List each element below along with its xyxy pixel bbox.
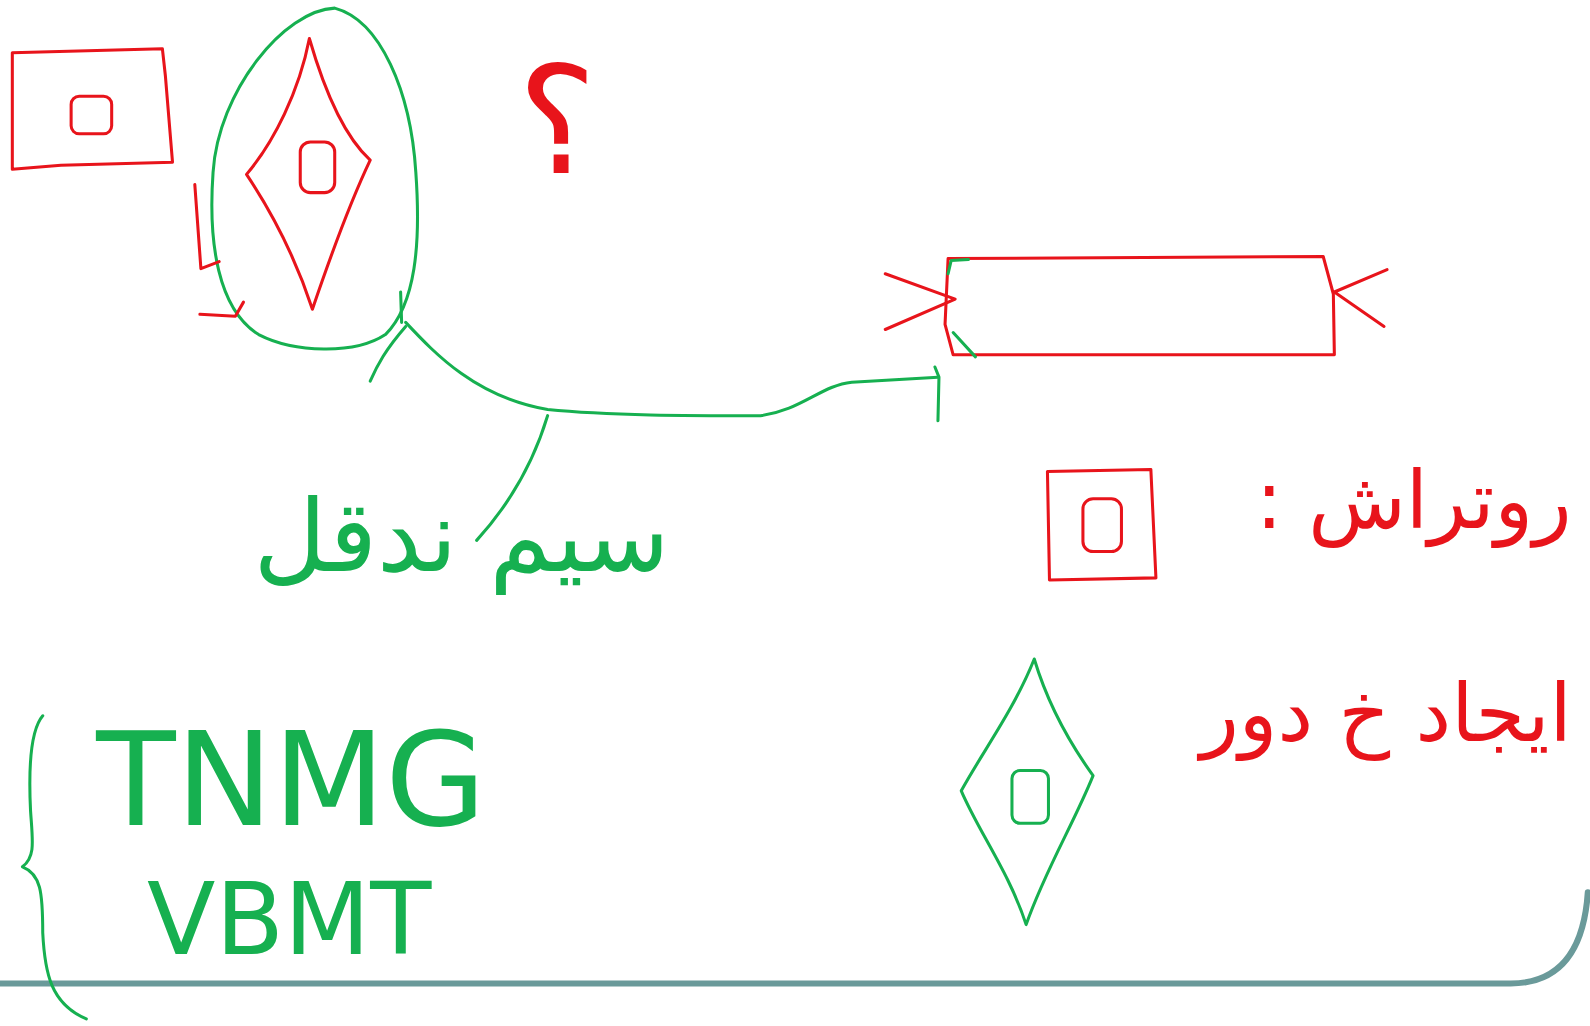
green-mark — [953, 333, 975, 357]
insert-code: TNMG — [96, 715, 486, 845]
diamond-insert — [247, 39, 371, 310]
tool-path — [406, 322, 938, 415]
green-mark — [948, 260, 968, 274]
note-text: سیم ندقل — [254, 487, 670, 587]
legend-swatch — [961, 659, 1093, 925]
end-mark — [1334, 270, 1387, 327]
brace — [22, 716, 86, 1019]
square-insert — [12, 49, 172, 170]
holder-outline — [212, 8, 418, 349]
workpiece — [945, 257, 1334, 355]
end-mark — [885, 274, 955, 330]
insert-hole — [300, 142, 334, 193]
green-mark — [370, 326, 405, 381]
red-mark — [195, 185, 219, 269]
legend-swatch — [1047, 469, 1155, 580]
red-mark — [200, 302, 244, 316]
green-mark — [401, 292, 402, 322]
insert-code: VBMT — [147, 870, 431, 970]
insert-hole — [71, 96, 112, 134]
tool-path — [935, 367, 939, 421]
question-mark: ؟ — [517, 46, 597, 196]
legend-text: روتراش : — [1256, 461, 1572, 541]
legend-text: ایجاد خ دور — [1200, 674, 1572, 754]
